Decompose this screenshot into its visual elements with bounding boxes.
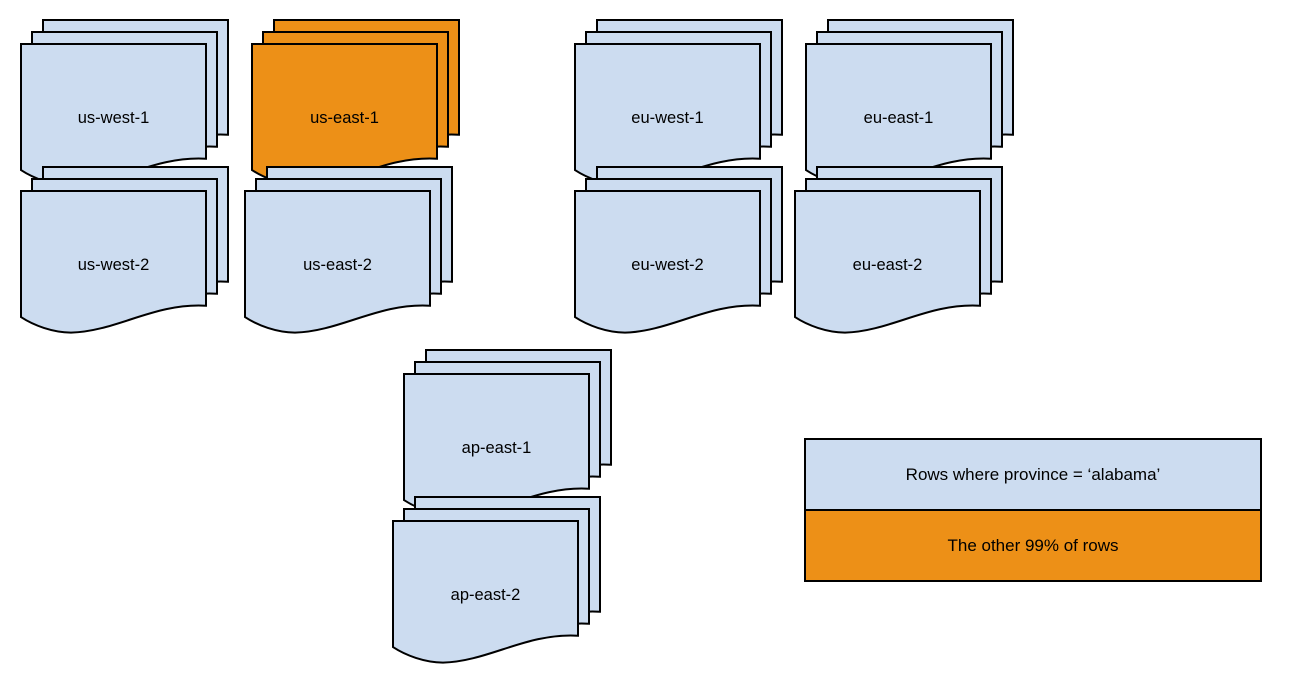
document-stack-eu-west-2[interactable]: eu-west-2: [573, 165, 784, 343]
document-stack-shape-eu-east-1: [805, 19, 1014, 187]
document-stack-eu-east-2[interactable]: eu-east-2: [793, 165, 1004, 343]
document-stack-shape-eu-west-1: [574, 19, 783, 187]
document-stack-eu-west-1[interactable]: eu-west-1: [573, 18, 784, 196]
document-layer-0: [244, 190, 431, 334]
legend-rows-matching-label: Rows where province = ‘alabama’: [905, 464, 1161, 484]
document-stack-shape-eu-east-2: [794, 166, 1003, 334]
document-stack-shape-ap-east-2: [392, 496, 601, 664]
document-stack-shape-us-east-1: [251, 19, 460, 187]
document-stack-ap-east-2[interactable]: ap-east-2: [391, 495, 602, 673]
document-layer-0: [574, 190, 761, 334]
document-stack-us-west-1[interactable]: us-west-1: [19, 18, 230, 196]
legend: Rows where province = ‘alabama’ The other…: [804, 438, 1262, 582]
legend-rows-matching: Rows where province = ‘alabama’: [806, 440, 1260, 511]
legend-rows-other: The other 99% of rows: [806, 511, 1260, 580]
document-layer-0: [20, 190, 207, 334]
document-stack-us-east-2[interactable]: us-east-2: [243, 165, 454, 343]
document-stack-shape-us-east-2: [244, 166, 453, 334]
document-stack-shape-us-west-1: [20, 19, 229, 187]
document-stack-shape-us-west-2: [20, 166, 229, 334]
legend-rows-other-label: The other 99% of rows: [947, 535, 1119, 555]
document-stack-shape-eu-west-2: [574, 166, 783, 334]
document-stack-us-west-2[interactable]: us-west-2: [19, 165, 230, 343]
document-layer-0: [794, 190, 981, 334]
document-stack-us-east-1[interactable]: us-east-1: [250, 18, 461, 196]
document-layer-0: [392, 520, 579, 664]
